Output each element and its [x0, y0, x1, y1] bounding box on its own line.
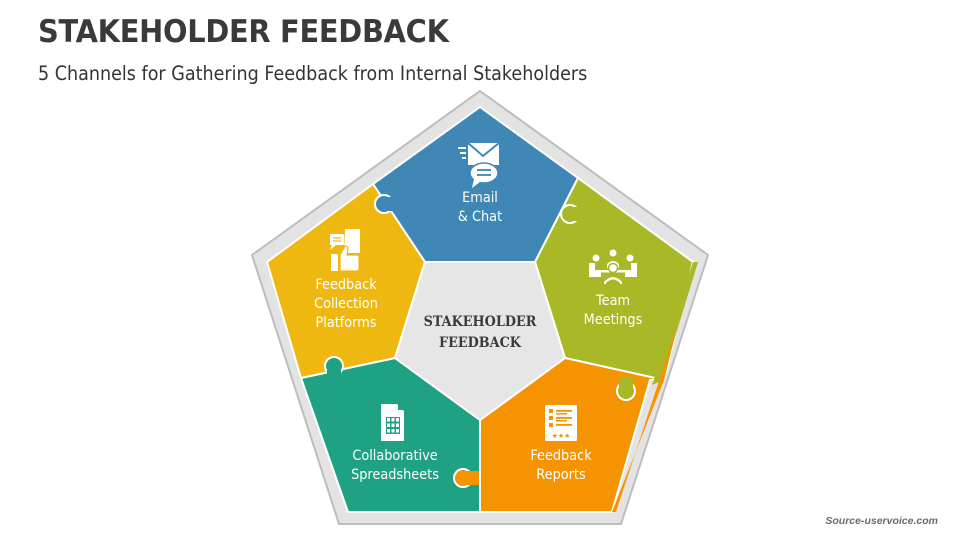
puzzle-tab-green [560, 204, 582, 224]
spreadsheet-icon [381, 404, 404, 441]
label-line: Spreadsheets [351, 467, 439, 483]
center-label-line: FEEDBACK [439, 335, 521, 351]
svg-text:★★★: ★★★ [552, 432, 571, 440]
page-title: STAKEHOLDER FEEDBACK [38, 14, 449, 50]
label-line: & Chat [457, 209, 503, 225]
center-label-line: STAKEHOLDER [423, 314, 537, 330]
segment-label-team-meetings: Team Meetings [549, 292, 678, 330]
puzzle-tab-orange [453, 468, 479, 488]
center-label: STAKEHOLDER FEEDBACK [414, 312, 547, 354]
segment-feedback-collection-platforms [266, 183, 426, 379]
label-line: Email [462, 190, 498, 206]
source-citation: Source-uservoice.com [825, 515, 938, 527]
label-line: Feedback [315, 277, 377, 293]
thumbs-up-chat-icon [330, 229, 360, 272]
team-meeting-icon [589, 249, 637, 284]
page-subtitle: 5 Channels for Gathering Feedback from I… [38, 62, 588, 85]
center-pentagon [393, 261, 567, 422]
segment-label-email-chat: Email & Chat [416, 189, 545, 227]
segment-label-feedback-collection-platforms: Feedback Collection Platforms [282, 276, 411, 333]
label-line: Reports [536, 467, 586, 483]
label-line: Team [595, 293, 631, 309]
email-chat-icon [458, 142, 500, 188]
puzzle-tab-green-2 [616, 377, 636, 401]
label-line: Platforms [315, 315, 377, 331]
label-line: Feedback [530, 448, 592, 464]
puzzle-tab-blue [374, 194, 398, 214]
puzzle-tab-teal [324, 356, 344, 379]
label-line: Collaborative [352, 448, 438, 464]
segment-label-feedback-reports: Feedback Reports [497, 447, 626, 485]
label-line: Collection [314, 296, 378, 312]
label-line: Meetings [583, 312, 643, 328]
report-checklist-icon: ★★★ [545, 405, 577, 441]
segment-label-collaborative-spreadsheets: Collaborative Spreadsheets [331, 447, 460, 485]
